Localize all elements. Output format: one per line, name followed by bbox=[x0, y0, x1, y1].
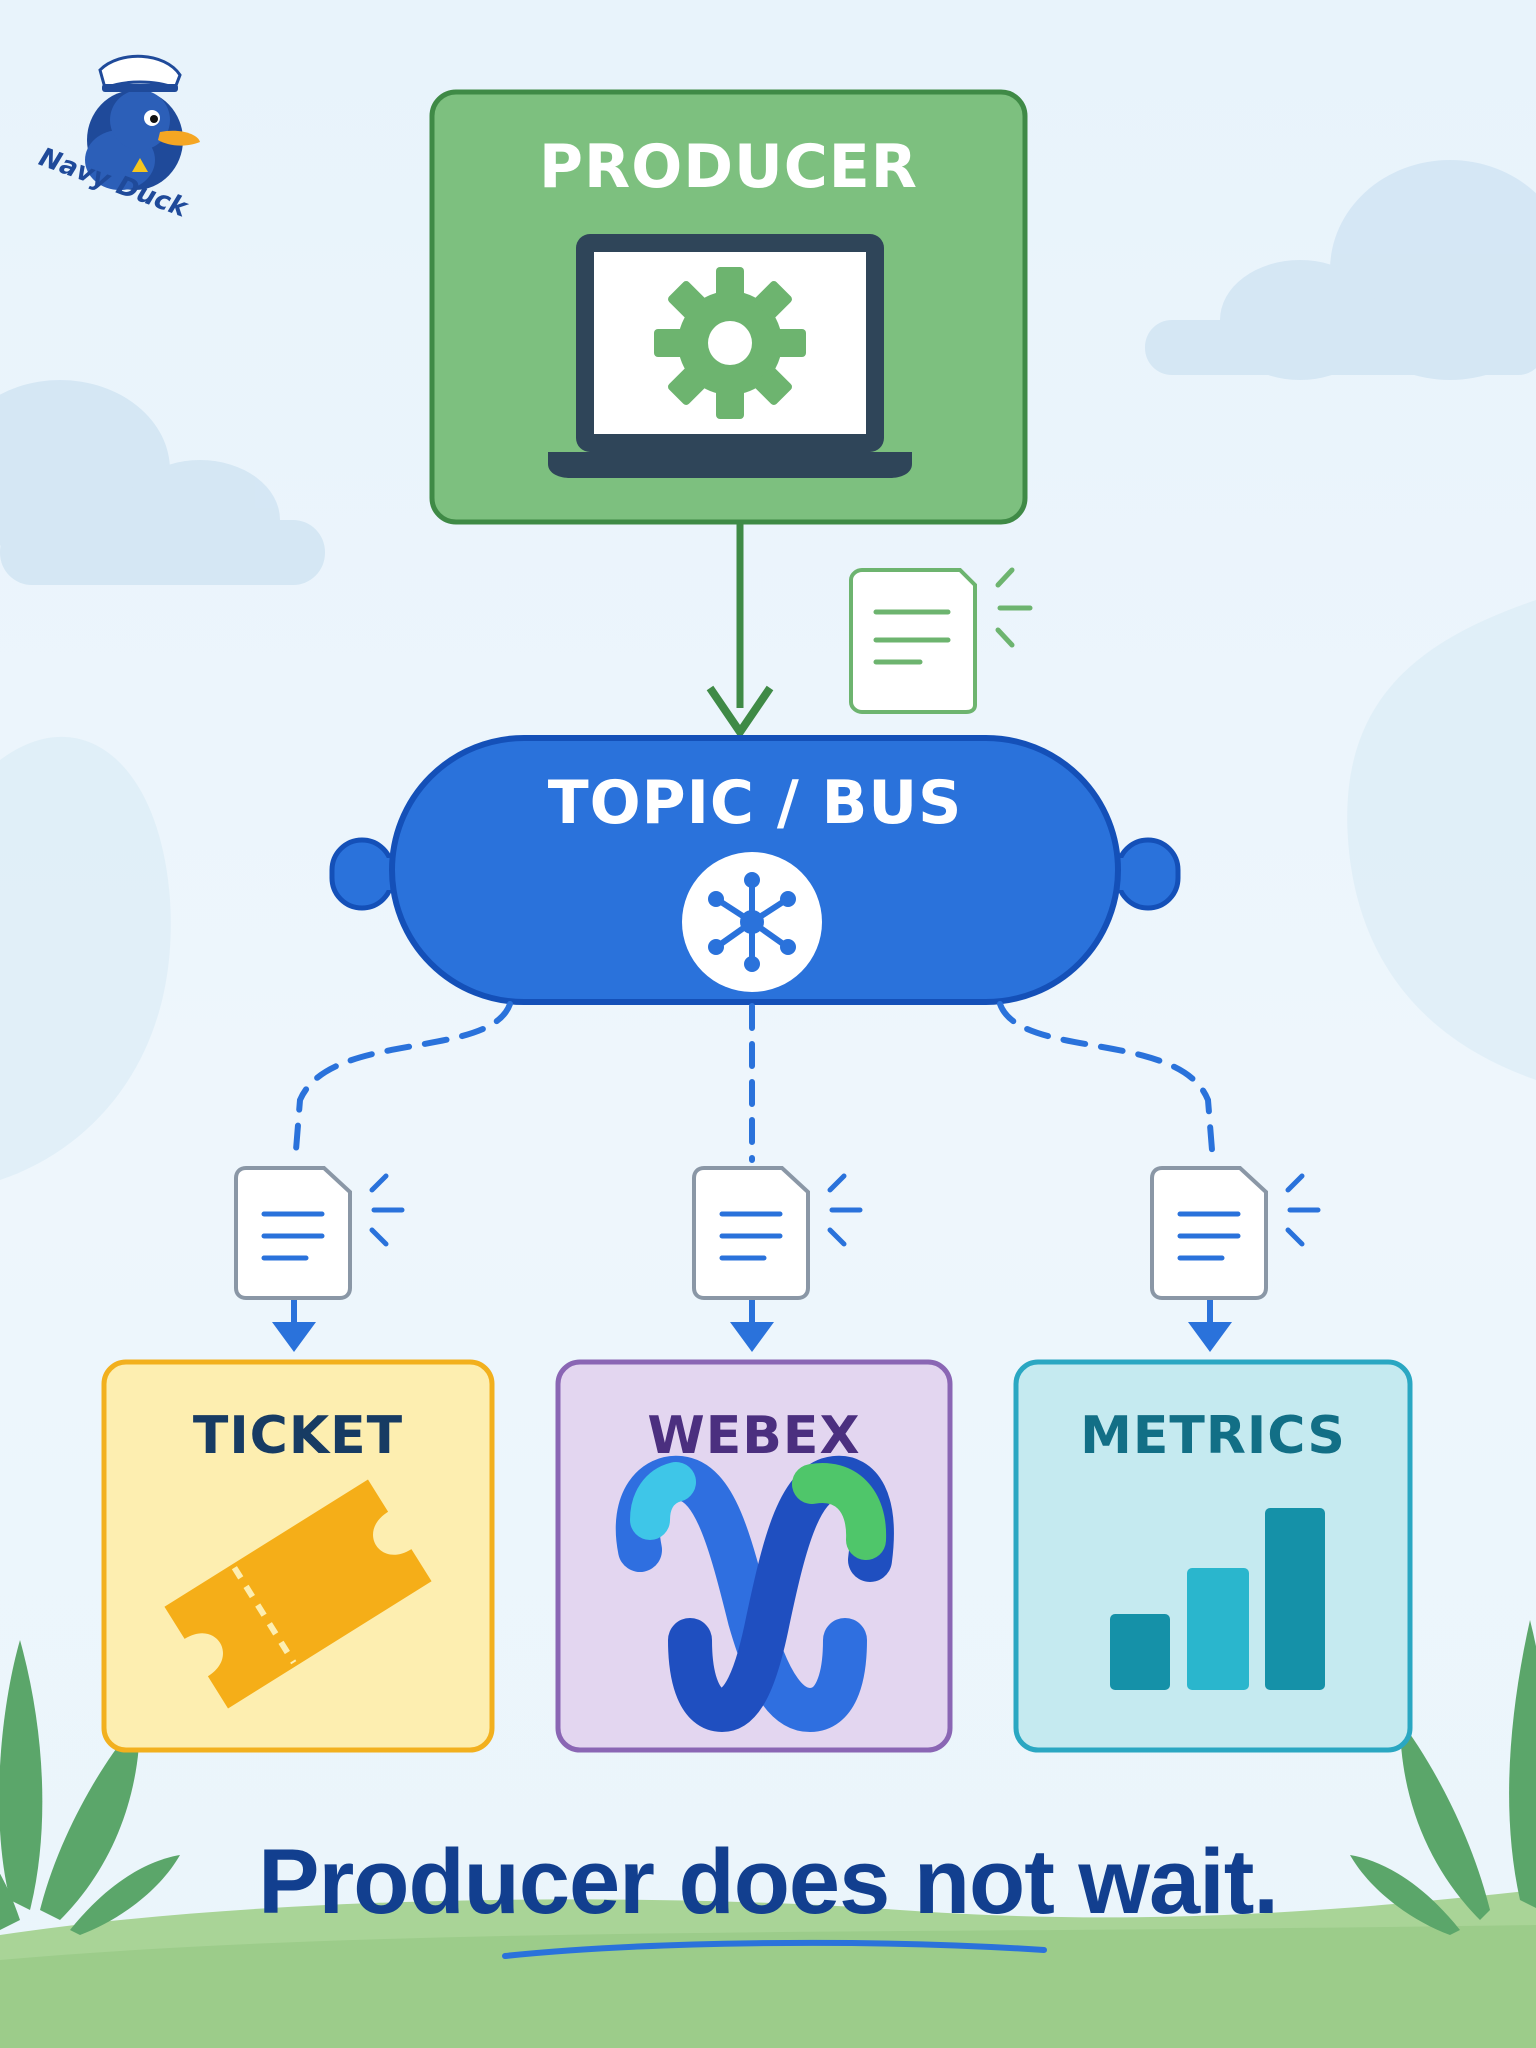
message-doc-icon-webex bbox=[692, 1166, 863, 1352]
plant-right bbox=[1350, 1620, 1536, 1935]
hill-left bbox=[0, 736, 171, 1180]
bus-node: TOPIC / BUS bbox=[392, 738, 1118, 858]
message-doc-icon-metrics bbox=[1150, 1166, 1321, 1352]
plant-left bbox=[0, 1640, 180, 1935]
hub-network-icon bbox=[682, 852, 822, 992]
tagline-underline bbox=[502, 1939, 1047, 1959]
ticket-node: TICKET bbox=[104, 1362, 492, 1482]
producer-node: PRODUCER bbox=[432, 92, 1025, 212]
metrics-label: METRICS bbox=[1080, 1406, 1346, 1466]
cloud-left bbox=[0, 380, 325, 585]
producer-arrow-head bbox=[706, 685, 774, 740]
producer-label: PRODUCER bbox=[539, 132, 918, 202]
webex-node: WEBEX bbox=[558, 1362, 950, 1482]
webex-label: WEBEX bbox=[647, 1406, 861, 1466]
laptop-gear-icon bbox=[548, 234, 912, 478]
webex-logo-icon bbox=[615, 1455, 894, 1733]
bus-fanout-connectors bbox=[293, 1001, 1215, 1163]
message-doc-icon-ticket bbox=[234, 1166, 405, 1352]
tagline: Producer does not wait. bbox=[258, 1831, 1279, 1933]
bus-label: TOPIC / BUS bbox=[547, 768, 963, 838]
ticket-label: TICKET bbox=[192, 1406, 404, 1466]
ground-highlight bbox=[0, 1925, 1536, 2048]
bar-chart-icon bbox=[1110, 1508, 1325, 1690]
cloud-right bbox=[1145, 160, 1536, 380]
metrics-node: METRICS bbox=[1016, 1362, 1410, 1482]
hill-right bbox=[1347, 600, 1536, 1080]
navy-duck-logo bbox=[85, 54, 200, 190]
message-doc-icon bbox=[849, 567, 1033, 714]
ticket-icon bbox=[164, 1479, 432, 1709]
